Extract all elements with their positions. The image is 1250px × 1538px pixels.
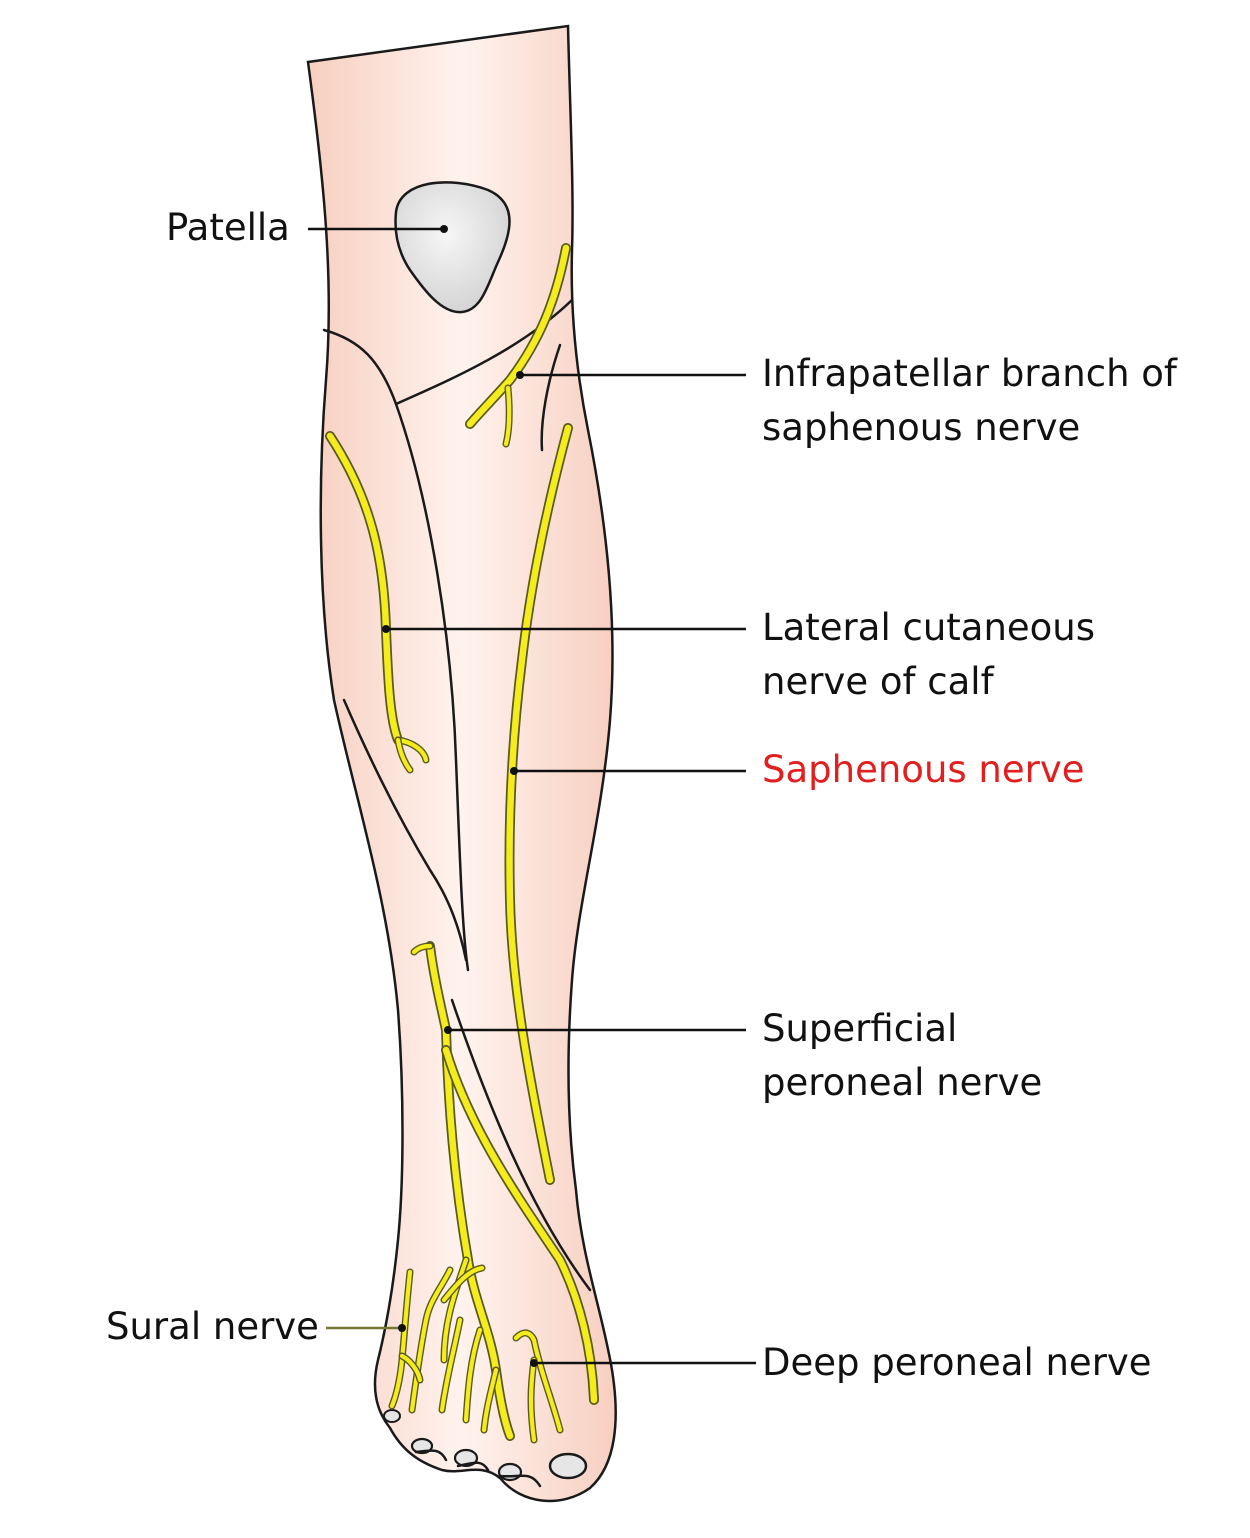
- deep-peroneal-label: Deep peroneal nerve: [762, 1341, 1152, 1384]
- infrapatellar-nerve: [465, 243, 571, 448]
- saphenous-nerve: [504, 423, 573, 1185]
- superficial-peroneal-label-line1: Superficial: [762, 1007, 957, 1050]
- sural-label: Sural nerve: [106, 1305, 319, 1348]
- superficial-peroneal-nerve: [408, 941, 599, 1441]
- toenails: [383, 1409, 588, 1488]
- labels: Patella Infrapatellar branch of saphenou…: [106, 206, 1178, 1384]
- leader-lines: [308, 225, 756, 1367]
- lateral-cutaneous-anchor: [382, 625, 390, 633]
- lateral-cutaneous-nerve: [325, 431, 430, 774]
- leg-contours: [322, 298, 592, 1292]
- patella-label: Patella: [166, 206, 290, 249]
- infrapatellar-label-line2: saphenous nerve: [762, 406, 1080, 449]
- patella-anchor: [440, 225, 448, 233]
- sural-nerve: [388, 1268, 424, 1410]
- superficial-peroneal-label-line2: peroneal nerve: [762, 1061, 1042, 1104]
- sural-anchor: [398, 1324, 406, 1332]
- deep-peroneal-nerve: [512, 1329, 564, 1444]
- saphenous-anchor: [510, 767, 518, 775]
- superficial-peroneal-anchor: [444, 1026, 452, 1034]
- saphenous-label: Saphenous nerve: [762, 748, 1085, 791]
- infrapatellar-anchor: [516, 371, 524, 379]
- lateral-cutaneous-label-line2: nerve of calf: [762, 660, 995, 703]
- infrapatellar-label-line1: Infrapatellar branch of: [762, 352, 1178, 395]
- lateral-cutaneous-label-line1: Lateral cutaneous: [762, 606, 1095, 649]
- nerves: [325, 243, 599, 1444]
- deep-peroneal-anchor: [530, 1359, 538, 1367]
- patella-bone: [394, 181, 511, 314]
